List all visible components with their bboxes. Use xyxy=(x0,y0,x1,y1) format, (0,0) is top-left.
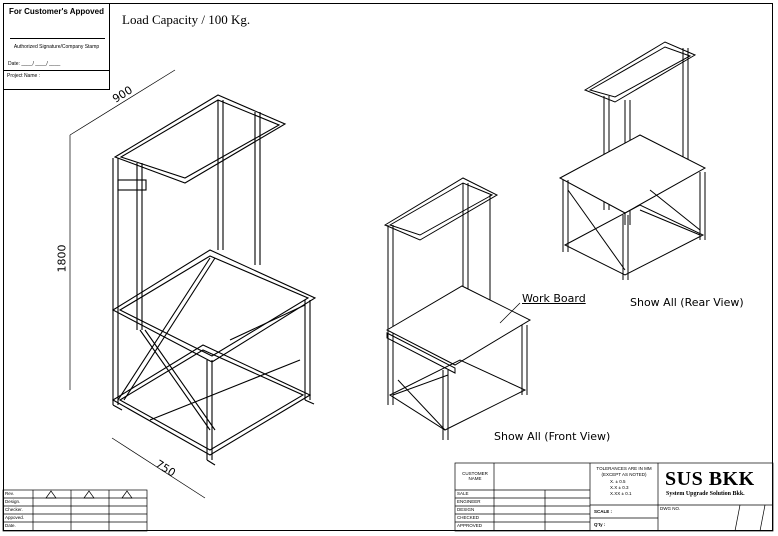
role-sale: SALE xyxy=(457,491,469,496)
qty-label: Q'ty : xyxy=(594,522,606,527)
isometric-frame-front xyxy=(383,177,532,440)
tolerance-line-1: TOLERANCES ARE IN MM xyxy=(596,466,652,471)
revision-table-grid xyxy=(2,489,148,532)
tolerance-line-5: X.XX ± 0.1 xyxy=(610,491,632,496)
stamp-heading: For Customer's Appoved xyxy=(9,7,104,16)
dwg-no-label: DWG NO. xyxy=(660,506,681,511)
design-row-label: Design. xyxy=(5,499,21,504)
revision-triangles xyxy=(45,490,133,499)
role-design: DESIGN xyxy=(457,507,475,512)
dimension-lines xyxy=(69,69,206,499)
company-subtitle: System Upgrade Solution Bkk. xyxy=(666,491,745,497)
title-block-grid xyxy=(454,462,774,532)
load-capacity-title: Load Capacity / 100 Kg. xyxy=(122,12,251,27)
date-label: Date: ____/ ____/ ____ xyxy=(8,61,61,67)
tolerance-line-4: X.X ± 0.3 xyxy=(610,485,629,490)
work-board-leader xyxy=(499,302,521,324)
tolerance-line-3: X. ± 0.5 xyxy=(610,479,626,484)
date-row-label: Date. xyxy=(5,523,16,528)
dimension-height: 1800 xyxy=(55,244,69,273)
work-board-label: Work Board xyxy=(522,292,586,305)
tolerance-line-2: (EXCEPT AS NOTED) xyxy=(601,472,647,477)
role-approved: APPROVED xyxy=(457,523,483,528)
isometric-frame-main xyxy=(111,94,317,466)
isometric-frame-rear xyxy=(558,41,707,280)
role-engineer: ENGINEER xyxy=(457,499,481,504)
front-view-label: Show All (Front View) xyxy=(494,430,611,443)
scale-label: SCALE : xyxy=(594,509,612,514)
company-logo-text: SUS BKK xyxy=(665,468,755,490)
signature-label: Authorized Signature/Company Stamp xyxy=(13,44,100,50)
rear-view-label: Show All (Rear View) xyxy=(630,296,744,309)
signature-lines xyxy=(10,38,105,39)
rev-row-label: Rev. xyxy=(5,491,14,496)
approved-row-label: Appoved. xyxy=(5,515,25,520)
customer-approval-stamp: For Customer's Appoved Authorized Signat… xyxy=(3,3,110,90)
sheet-border xyxy=(3,3,773,531)
checker-row-label: Checker. xyxy=(5,507,23,512)
project-name-label: Project Name : xyxy=(4,70,109,81)
role-checked: CHECKED xyxy=(457,515,480,520)
customer-name-label: CUSTOMER NAME xyxy=(462,471,488,481)
